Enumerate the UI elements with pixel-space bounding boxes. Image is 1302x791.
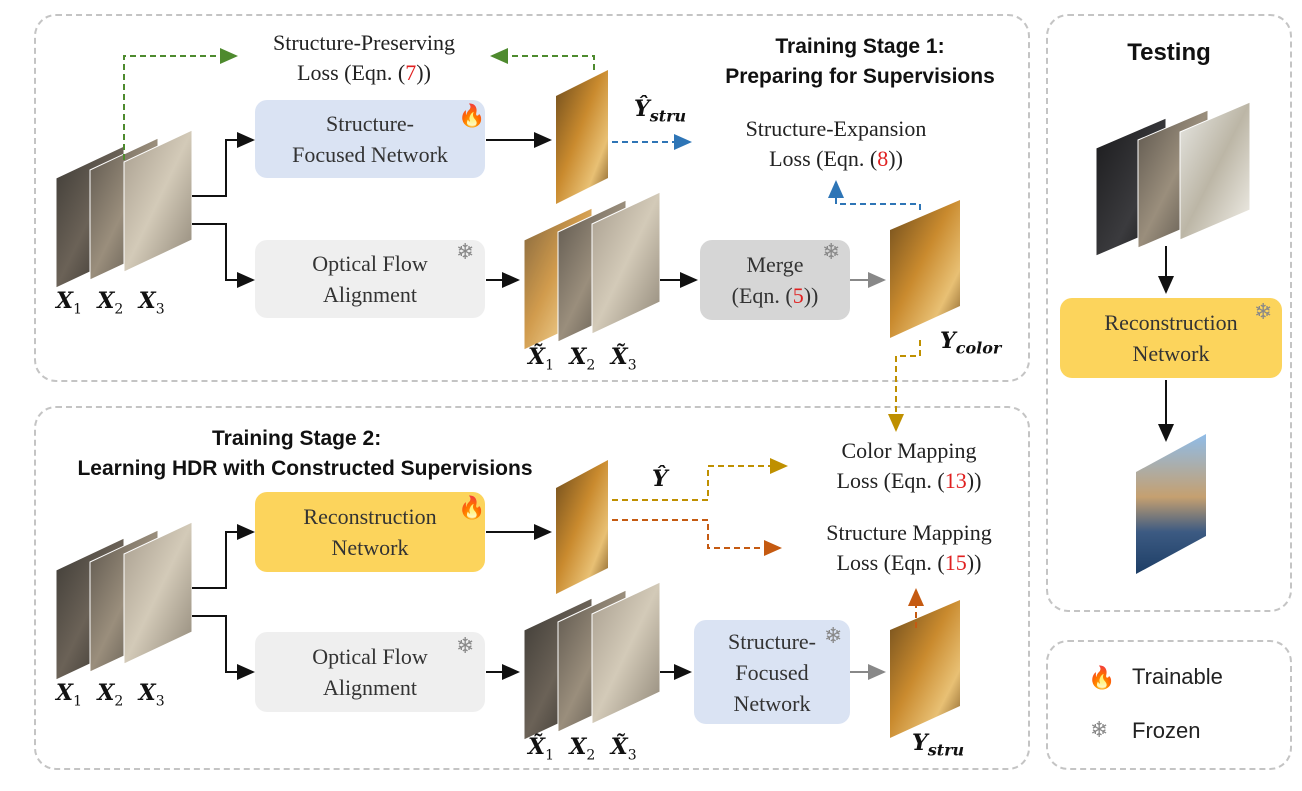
arrow-sp-loss-left bbox=[123, 48, 238, 160]
sfn1-line2: Focused Network bbox=[292, 142, 448, 167]
se-loss-line2: Loss (Eqn. (8)) bbox=[769, 146, 903, 171]
sfn1-line1: Structure- bbox=[326, 111, 414, 136]
recon-test-line2: Network bbox=[1132, 341, 1210, 366]
stage2-input-stack bbox=[55, 521, 193, 681]
snowflake-icon: ❄ bbox=[456, 634, 475, 659]
stage2-aligned-stack bbox=[523, 581, 661, 741]
reconstruction-network-box-2: Reconstruction Network bbox=[255, 492, 485, 572]
y-stru-image bbox=[890, 600, 960, 738]
arrow-to-ofa-1 bbox=[192, 223, 255, 288]
ofa1-line2: Alignment bbox=[322, 282, 418, 307]
se-loss-label: Structure-Expansion Loss (Eqn. (8)) bbox=[700, 114, 972, 174]
sp-loss-line1: Structure-Preserving bbox=[272, 30, 456, 55]
stage2-panel bbox=[34, 406, 1030, 770]
sp-loss-label: Structure-Preserving Loss (Eqn. (7)) bbox=[236, 28, 492, 88]
se-loss-ref: 8 bbox=[877, 146, 889, 171]
sp-loss-line2: Loss (Eqn. (7)) bbox=[297, 60, 431, 85]
sfn2-line3: Network bbox=[733, 690, 811, 716]
arrow-yhat-to-sm-loss bbox=[612, 519, 782, 556]
y-hat-label: Ŷ bbox=[652, 466, 668, 492]
snowflake-icon: ❄ bbox=[824, 624, 843, 649]
stage1-aligned-labels: X̃1 X2 X̃3 bbox=[528, 344, 637, 374]
arrow-yhat-to-cm-loss bbox=[612, 458, 788, 501]
cm-loss-line1: Color Mapping bbox=[841, 438, 977, 463]
stage1-input-labels: X1 X2 X3 bbox=[56, 288, 165, 318]
y-stru-label: Ystru bbox=[912, 730, 965, 760]
testing-panel bbox=[1046, 14, 1292, 612]
cm-loss-label: Color Mapping Loss (Eqn. (13)) bbox=[786, 436, 1032, 496]
sm-loss-line2: Loss (Eqn. (15)) bbox=[836, 550, 982, 575]
se-loss-line1: Structure-Expansion bbox=[745, 116, 927, 141]
reconstruction-network-box-test: Reconstruction Network bbox=[1060, 298, 1282, 378]
recon2-line1: Reconstruction bbox=[303, 504, 437, 529]
merge-line1: Merge bbox=[746, 252, 804, 277]
stage2-input-labels: X1 X2 X3 bbox=[56, 680, 165, 710]
ofa1-line1: Optical Flow bbox=[312, 251, 428, 276]
structure-focused-network-box-2: Structure- Focused Network bbox=[694, 620, 850, 724]
stage1-aligned-stack bbox=[523, 191, 661, 351]
sfn2-line1: Structure- bbox=[728, 628, 816, 654]
flame-icon: 🔥 bbox=[458, 104, 486, 129]
recon2-line2: Network bbox=[331, 535, 409, 560]
stage2-title-line2: Learning HDR with Constructed Supervisio… bbox=[77, 457, 533, 480]
sfn2-line2: Focused bbox=[735, 659, 809, 685]
testing-title: Testing bbox=[1127, 39, 1211, 66]
arrow-se-loss-up bbox=[828, 180, 921, 210]
legend-panel bbox=[1046, 640, 1292, 770]
snowflake-icon: ❄ bbox=[456, 240, 475, 265]
flame-icon: 🔥 bbox=[1088, 666, 1116, 691]
merge-line2: (Eqn. (5)) bbox=[731, 283, 819, 308]
legend-frozen: Frozen bbox=[1132, 718, 1201, 743]
cm-loss-ref: 13 bbox=[944, 468, 967, 493]
merge-ref: 5 bbox=[792, 283, 804, 308]
ofa2-line1: Optical Flow bbox=[312, 644, 428, 669]
flame-icon: 🔥 bbox=[458, 496, 486, 521]
stage1-title-line1: Training Stage 1: bbox=[775, 35, 945, 58]
y-hat-image bbox=[556, 460, 608, 594]
stage1-panel bbox=[34, 14, 1030, 382]
y-color-label: Ycolor bbox=[940, 328, 1002, 358]
arrow-ycolor-to-cm-loss bbox=[888, 340, 921, 432]
sm-loss-label: Structure Mapping Loss (Eqn. (15)) bbox=[786, 518, 1032, 578]
recon-test-line1: Reconstruction bbox=[1104, 310, 1238, 335]
sm-loss-line1: Structure Mapping bbox=[826, 520, 992, 545]
stage1-input-stack bbox=[55, 129, 193, 289]
arrow-sp-loss-right bbox=[490, 48, 595, 70]
testing-input-stack bbox=[1095, 101, 1251, 257]
y-stru-hat-image bbox=[556, 70, 608, 204]
stage1-title: Training Stage 1: Preparing for Supervis… bbox=[710, 32, 1010, 92]
arrow-to-recon-2 bbox=[192, 524, 255, 589]
y-color-image bbox=[890, 200, 960, 338]
cm-loss-line2: Loss (Eqn. (13)) bbox=[836, 468, 982, 493]
arrow-to-ofa-2 bbox=[192, 615, 255, 680]
legend-trainable: Trainable bbox=[1132, 664, 1223, 689]
y-stru-hat-label: Ŷstru bbox=[634, 96, 687, 126]
optical-flow-box-1: Optical Flow Alignment bbox=[255, 240, 485, 318]
stage2-aligned-labels: X̃1 X2 X̃3 bbox=[528, 734, 637, 764]
sp-loss-ref: 7 bbox=[405, 60, 417, 85]
merge-box: Merge (Eqn. (5)) bbox=[700, 240, 850, 320]
snowflake-icon: ❄ bbox=[822, 240, 841, 265]
arrow-to-sfn-1 bbox=[192, 132, 255, 197]
optical-flow-box-2: Optical Flow Alignment bbox=[255, 632, 485, 712]
snowflake-icon: ❄ bbox=[1090, 718, 1109, 743]
snowflake-icon: ❄ bbox=[1254, 300, 1273, 325]
stage1-title-line2: Preparing for Supervisions bbox=[725, 65, 995, 88]
structure-focused-network-box-1: Structure- Focused Network bbox=[255, 100, 485, 178]
stage2-title: Training Stage 2: Learning HDR with Cons… bbox=[50, 424, 560, 484]
stage2-title-line1: Training Stage 2: bbox=[212, 427, 382, 450]
ofa2-line2: Alignment bbox=[322, 675, 418, 700]
sm-loss-ref: 15 bbox=[944, 550, 967, 575]
testing-output-image bbox=[1136, 434, 1206, 574]
